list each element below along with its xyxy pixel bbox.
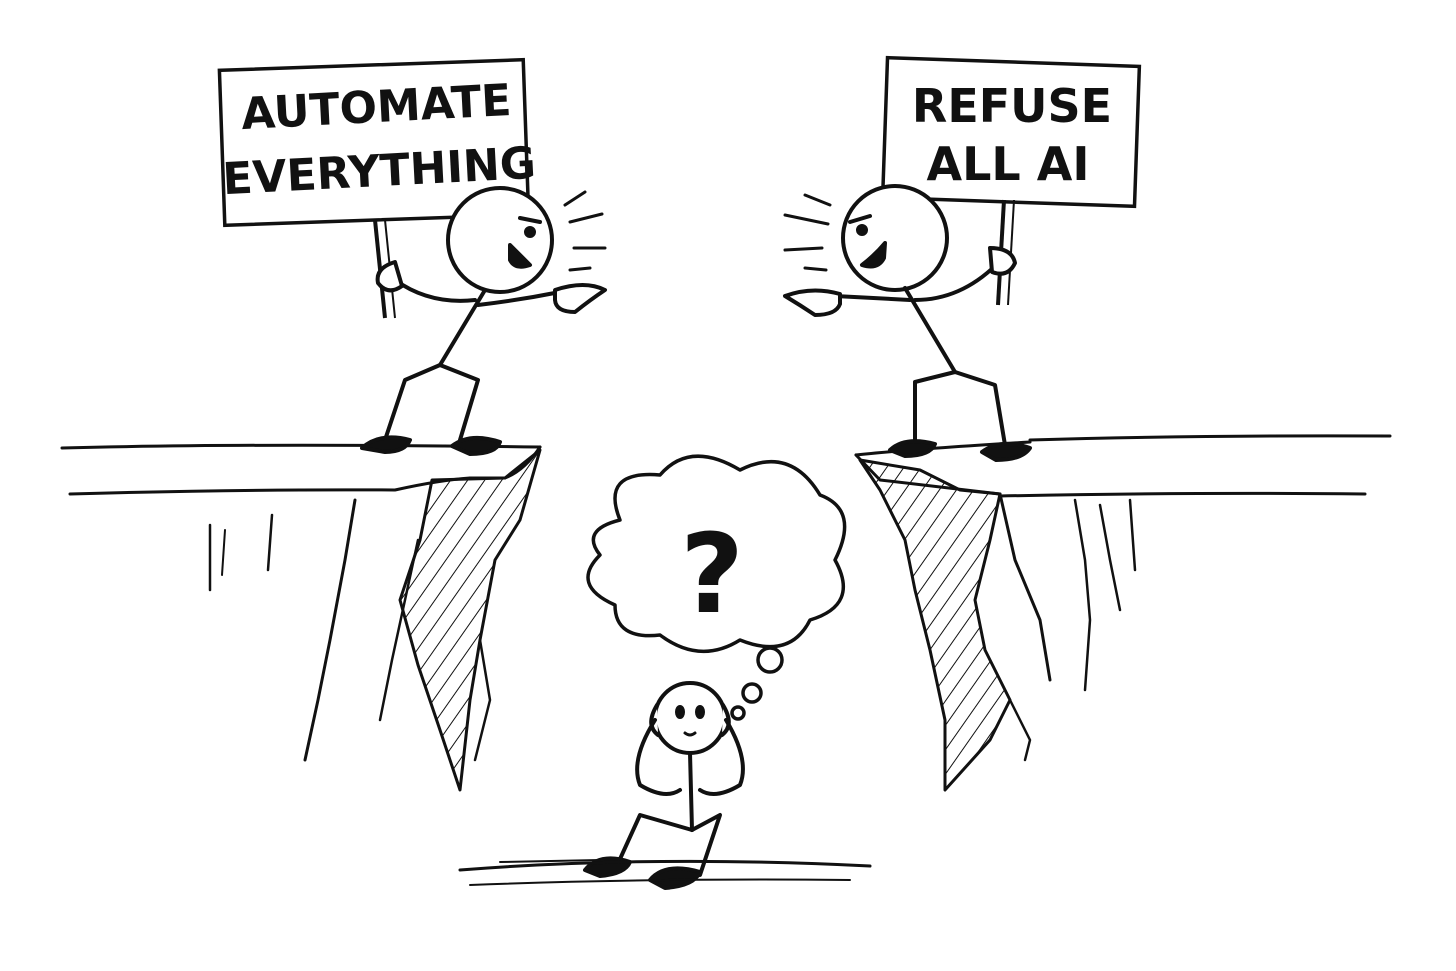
right-sign-line2: ALL AI: [927, 137, 1090, 191]
thought-bubble-dot-large: [756, 646, 784, 674]
right-shouting-figure: [783, 184, 1032, 462]
right-figure-head: [841, 184, 949, 292]
right-cliff: [854, 434, 1392, 792]
ground-lines: [458, 859, 872, 886]
left-shouting-figure: [360, 186, 607, 456]
left-sign: AUTOMATE EVERYTHING: [217, 57, 537, 319]
right-sign-line1: REFUSE: [912, 79, 1112, 133]
confused-sitting-figure: [583, 681, 745, 890]
question-mark: ?: [680, 510, 744, 638]
thought-bubble-dot-medium: [741, 682, 763, 704]
right-sign: REFUSE ALL AI: [880, 55, 1142, 306]
left-figure-head: [446, 186, 554, 294]
thought-bubble: [586, 454, 847, 721]
left-cliff: [60, 443, 542, 792]
thought-bubble-dot-small: [730, 705, 746, 721]
confused-figure-head: [653, 681, 727, 755]
